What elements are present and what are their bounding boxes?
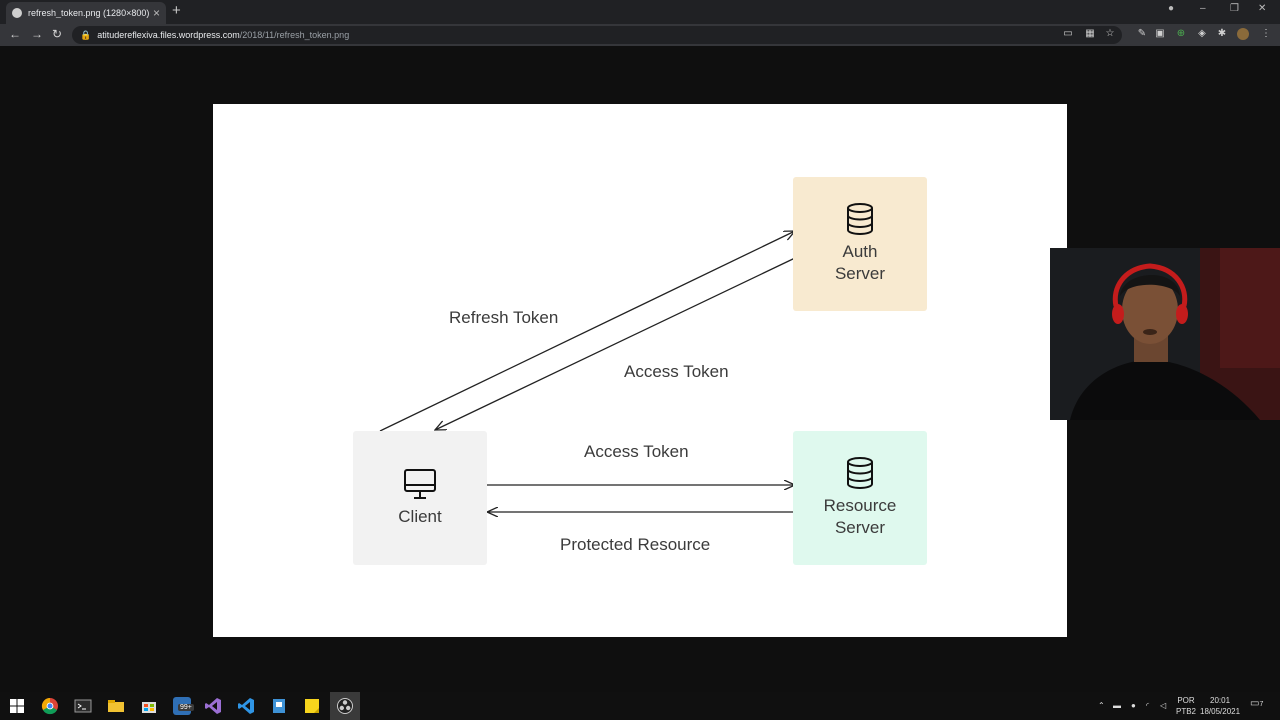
visual-studio-icon[interactable]: [204, 697, 222, 715]
mail-app-icon[interactable]: 99+: [173, 697, 194, 715]
pinned-app-icon[interactable]: [270, 697, 288, 715]
forward-icon[interactable]: →: [31, 27, 43, 41]
browser-toolbar: ← → ↻ 🔒 atitudereflexiva.files.wordpress…: [0, 24, 1280, 46]
resource-server-node: Resource Server: [793, 431, 927, 565]
tray-hardware-icon[interactable]: ▬: [1113, 701, 1121, 710]
refresh-token-arrow: [379, 231, 795, 432]
auth-server-label: Auth Server: [834, 242, 886, 283]
access-token-request-label: Access Token: [584, 442, 689, 461]
extension-doc-icon[interactable]: ▣: [1155, 28, 1165, 39]
terminal-icon[interactable]: [74, 697, 92, 715]
refresh-token-diagram: Auth Server Resource Server Client Refre…: [213, 104, 1067, 637]
access-token-return-label: Access Token: [624, 362, 729, 381]
notification-count: 7: [1259, 701, 1264, 708]
keyboard-layout: PTB2: [1176, 707, 1197, 716]
url-host: atitudereflexiva.files.wordpress.com: [97, 30, 240, 40]
clock-time: 20:01: [1210, 696, 1231, 705]
sticky-notes-icon[interactable]: [303, 697, 321, 715]
vscode-icon[interactable]: [237, 697, 255, 715]
refresh-token-label: Refresh Token: [449, 308, 559, 327]
language-code: POR: [1177, 696, 1195, 705]
clock[interactable]: 20:01 18/05/2021: [1200, 695, 1240, 717]
database-icon: [847, 203, 873, 235]
extension-pen-icon[interactable]: ✎: [1137, 28, 1147, 39]
tab-close-icon[interactable]: ×: [152, 6, 160, 20]
new-tab-icon[interactable]: +: [172, 2, 181, 19]
taskbar: 99+ ⌃ ▬ ● ◜ ◁ POR PTB2 20:01 18/05/2021 …: [0, 692, 1280, 720]
chrome-icon[interactable]: [41, 697, 59, 715]
cast-icon[interactable]: ▭: [1063, 28, 1073, 39]
browser-tab[interactable]: refresh_token.png (1280×800) ×: [6, 2, 166, 24]
client-label: Client: [398, 507, 442, 526]
bookmark-star-icon[interactable]: ☆: [1105, 28, 1115, 39]
database-icon: [847, 457, 873, 489]
url-path: /2018/11/refresh_token.png: [239, 30, 350, 40]
monitor-icon: [404, 469, 436, 499]
obs-icon[interactable]: [336, 697, 354, 715]
client-node: Client: [353, 431, 487, 565]
volume-icon[interactable]: ◁: [1160, 701, 1167, 710]
auth-server-node: Auth Server: [793, 177, 927, 311]
qr-icon[interactable]: ▦: [1085, 28, 1095, 39]
access-token-return-arrow: [435, 257, 796, 430]
restore-icon[interactable]: ❐: [1230, 3, 1239, 14]
webcam-overlay: [1050, 248, 1280, 420]
windows-start-icon[interactable]: [8, 697, 26, 715]
store-icon[interactable]: [140, 697, 158, 715]
address-bar[interactable]: 🔒 atitudereflexiva.files.wordpress.com /…: [72, 26, 1122, 44]
reload-icon[interactable]: ↻: [52, 27, 63, 41]
protected-resource-label: Protected Resource: [560, 535, 711, 554]
extension-badge-icon[interactable]: ◈: [1198, 28, 1206, 39]
file-explorer-icon[interactable]: [107, 697, 125, 715]
extension-plus-icon[interactable]: ⊕: [1176, 28, 1186, 39]
diagram-arrows: [379, 104, 1067, 637]
profile-dot-icon[interactable]: ●: [1168, 3, 1175, 14]
notification-center-icon[interactable]: ▭7: [1250, 698, 1264, 709]
tab-title: refresh_token.png (1280×800): [28, 8, 149, 18]
clock-date: 18/05/2021: [1200, 707, 1241, 716]
close-window-icon[interactable]: ✕: [1258, 3, 1267, 14]
back-icon[interactable]: ←: [9, 27, 21, 41]
lock-icon: 🔒: [80, 29, 92, 40]
language-indicator[interactable]: POR PTB2: [1176, 695, 1196, 717]
browser-tab-strip: refresh_token.png (1280×800) × + ● – ❐ ✕: [0, 0, 1280, 24]
resource-server-label: Resource Server: [823, 496, 897, 537]
mail-badge: 99+: [178, 704, 194, 711]
webcam-person-image: [1050, 248, 1280, 420]
wifi-icon[interactable]: ◜: [1146, 701, 1150, 710]
tray-chevron-icon[interactable]: ⌃: [1098, 701, 1105, 710]
extensions-puzzle-icon[interactable]: ✱: [1217, 28, 1227, 39]
profile-avatar[interactable]: [1237, 28, 1249, 40]
microphone-icon[interactable]: ●: [1131, 701, 1136, 710]
minimize-icon[interactable]: –: [1200, 3, 1206, 14]
menu-kebab-icon[interactable]: ⋮: [1261, 28, 1271, 39]
tab-favicon-icon: [12, 8, 22, 18]
